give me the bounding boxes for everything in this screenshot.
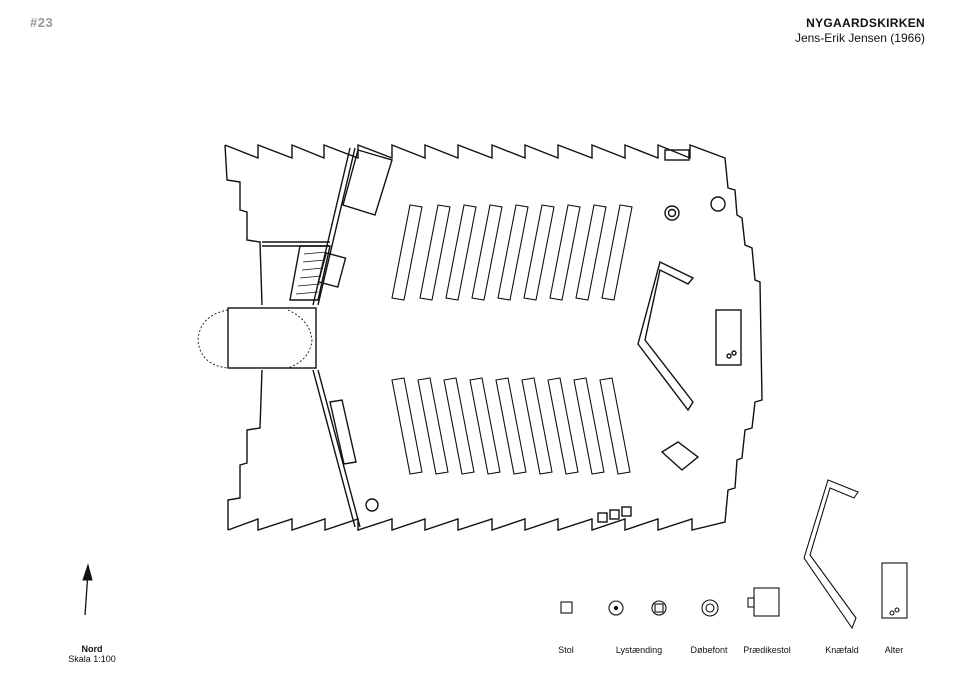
legend bbox=[560, 479, 908, 630]
legend-knaefald: Knæfald bbox=[825, 645, 859, 655]
inner-wall-south bbox=[317, 369, 361, 528]
candle-plan bbox=[365, 498, 379, 512]
chair-symbol bbox=[560, 601, 573, 614]
storage-box bbox=[317, 252, 347, 288]
legend-praedikestol: Prædikestol bbox=[743, 645, 791, 655]
candle-stand-plan bbox=[710, 196, 726, 212]
font-symbol bbox=[701, 599, 719, 617]
kneeler-symbol bbox=[803, 479, 859, 630]
north-label: Nord bbox=[81, 644, 103, 654]
outer-wall bbox=[224, 143, 763, 531]
baptismal-font-plan bbox=[664, 205, 680, 221]
architect-credit: Jens-Erik Jensen (1966) bbox=[794, 31, 925, 45]
side-room bbox=[342, 149, 393, 216]
inner-wall-north bbox=[317, 147, 356, 306]
candle-stand-symbol bbox=[651, 600, 667, 616]
scale-label: Skala 1:100 bbox=[68, 654, 116, 664]
inner-wall-south-2 bbox=[312, 369, 356, 528]
north-label-block: Nord Skala 1:100 bbox=[60, 644, 124, 664]
west-wall-lower bbox=[227, 369, 263, 530]
door-swing-right bbox=[287, 309, 313, 369]
chair-plan bbox=[597, 512, 608, 523]
legend-alter: Alter bbox=[884, 645, 904, 655]
legend-stol: Stol bbox=[558, 645, 574, 655]
pews-south bbox=[391, 377, 631, 475]
candle-symbol bbox=[608, 600, 624, 616]
church-name: NYGAARDSKIRKEN bbox=[806, 16, 925, 30]
vestibule bbox=[227, 307, 317, 369]
stair bbox=[289, 245, 331, 301]
plan-number: #23 bbox=[30, 15, 54, 30]
door-swing-left bbox=[197, 309, 229, 369]
legend-lystaending: Lystænding bbox=[615, 645, 663, 655]
chair-plan-top bbox=[664, 149, 690, 161]
altar-symbol bbox=[881, 562, 908, 619]
pulpit-plan bbox=[660, 441, 700, 471]
kneeler-plan bbox=[637, 261, 695, 412]
pews-north bbox=[391, 204, 633, 301]
altar-plan bbox=[715, 309, 742, 366]
side-bench bbox=[329, 399, 357, 465]
title-block: NYGAARDSKIRKEN Jens-Erik Jensen (1966) bbox=[795, 16, 925, 45]
north-arrow bbox=[82, 563, 93, 616]
legend-dobefont: Døbefont bbox=[690, 645, 728, 655]
pulpit-symbol bbox=[747, 587, 780, 617]
west-wall-upper bbox=[224, 144, 263, 306]
